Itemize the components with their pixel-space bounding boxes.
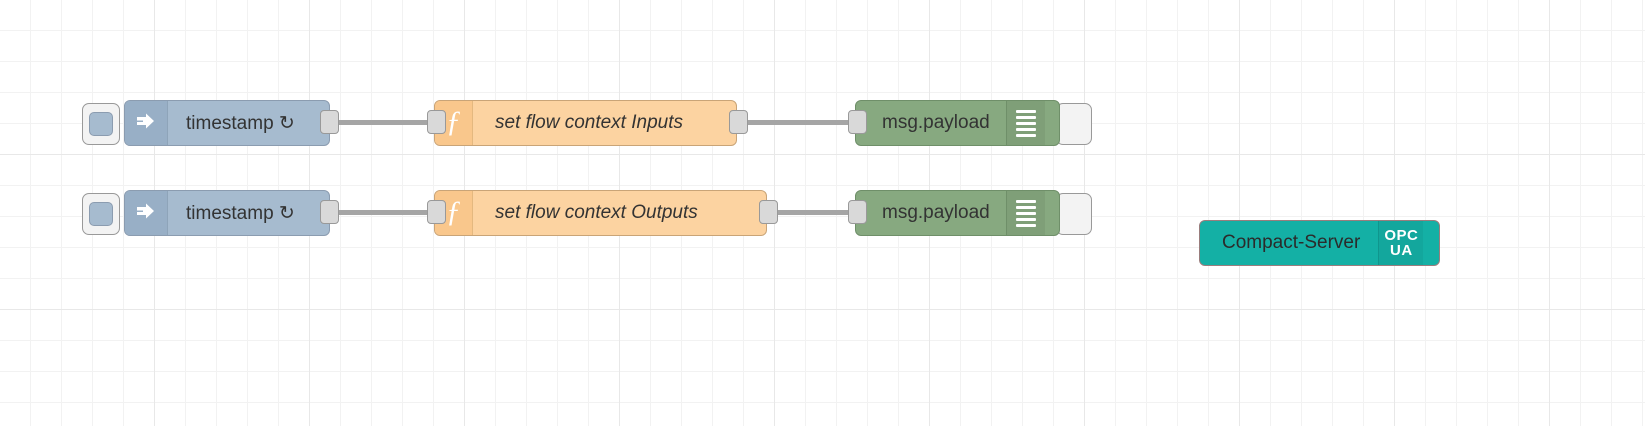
- wire-inject1-function1[interactable]: [335, 120, 433, 125]
- opc-ua-icon-line2: UA: [1389, 242, 1413, 259]
- input-port-function-2[interactable]: [427, 200, 446, 224]
- opc-ua-icon-line1: OPC: [1384, 227, 1419, 244]
- inject-node-label-1: timestamp ↻: [186, 112, 295, 134]
- debug-lines-icon: [1005, 191, 1045, 235]
- output-port-inject-2[interactable]: [320, 200, 339, 224]
- node-inject-timestamp-1[interactable]: timestamp ↻: [124, 100, 330, 146]
- output-port-inject-1[interactable]: [320, 110, 339, 134]
- node-debug-msg-payload-1[interactable]: msg.payload: [855, 100, 1060, 146]
- opcua-node-label: Compact-Server: [1222, 232, 1361, 253]
- arrow-right-icon: [125, 191, 168, 235]
- function-node-label-1: set flow context Inputs: [495, 112, 683, 133]
- inject-node-label-2: timestamp ↻: [186, 202, 295, 224]
- debug-toggle-button-2[interactable]: [1056, 193, 1092, 235]
- node-opcua-compact-server[interactable]: Compact-Server OPC UA: [1199, 220, 1440, 266]
- inject-trigger-indicator: [89, 202, 113, 226]
- output-port-function-1[interactable]: [729, 110, 748, 134]
- debug-lines-icon: [1005, 101, 1045, 145]
- node-function-set-flow-context-inputs[interactable]: ƒ set flow context Inputs: [434, 100, 737, 146]
- output-port-function-2[interactable]: [759, 200, 778, 224]
- node-debug-msg-payload-2[interactable]: msg.payload: [855, 190, 1060, 236]
- inject-trigger-button-1[interactable]: [82, 103, 120, 145]
- arrow-right-icon: [125, 101, 168, 145]
- node-inject-timestamp-2[interactable]: timestamp ↻: [124, 190, 330, 236]
- wire-function2-debug2[interactable]: [772, 210, 854, 215]
- opc-ua-icon: OPC UA: [1378, 221, 1424, 265]
- input-port-debug-2[interactable]: [848, 200, 867, 224]
- debug-toggle-button-1[interactable]: [1056, 103, 1092, 145]
- wire-inject2-function2[interactable]: [335, 210, 433, 215]
- wire-function1-debug1[interactable]: [742, 120, 854, 125]
- input-port-function-1[interactable]: [427, 110, 446, 134]
- inject-trigger-button-2[interactable]: [82, 193, 120, 235]
- node-function-set-flow-context-outputs[interactable]: ƒ set flow context Outputs: [434, 190, 767, 236]
- debug-node-label-2: msg.payload: [882, 202, 990, 223]
- input-port-debug-1[interactable]: [848, 110, 867, 134]
- debug-node-label-1: msg.payload: [882, 112, 990, 133]
- function-node-label-2: set flow context Outputs: [495, 202, 698, 223]
- inject-trigger-indicator: [89, 112, 113, 136]
